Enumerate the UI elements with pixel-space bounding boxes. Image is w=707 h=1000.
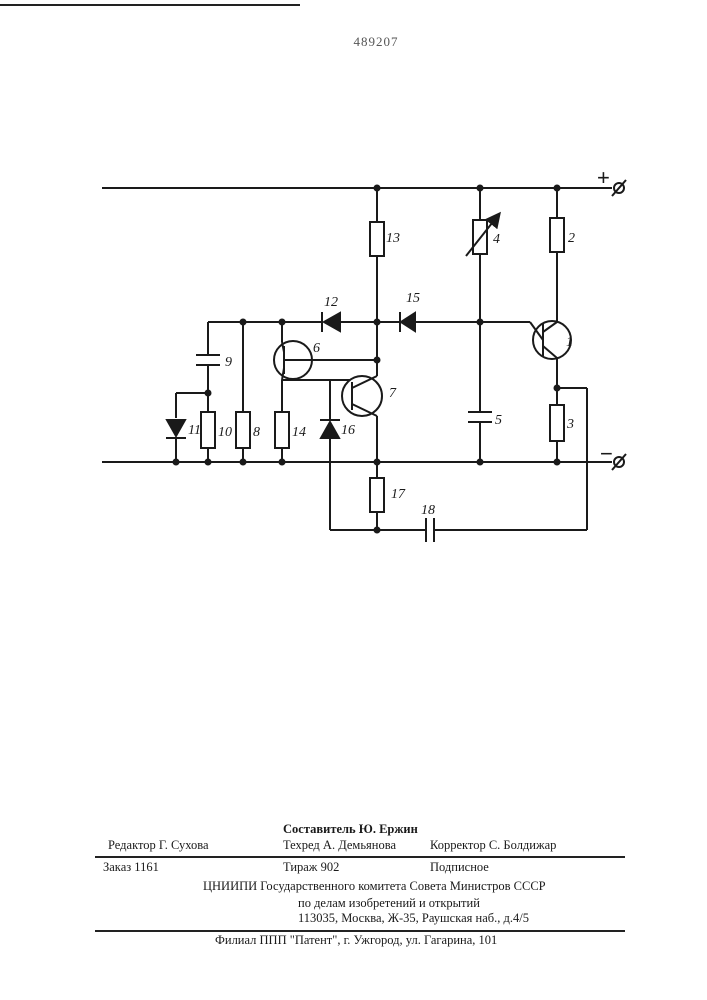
- label-3: 3: [566, 417, 574, 432]
- label-6: 6: [313, 341, 320, 356]
- resistor-8: [236, 412, 250, 448]
- editor-line: Редактор Г. Сухова: [108, 838, 209, 853]
- resistor-10: [201, 412, 215, 448]
- label-13: 13: [386, 231, 400, 246]
- corrector-line: Корректор С. Болдижар: [430, 838, 556, 853]
- label-9: 9: [225, 355, 232, 370]
- label-14: 14: [292, 425, 306, 440]
- resistor-3: [550, 405, 564, 441]
- institute-line-2: по делам изобретений и открытий: [298, 896, 480, 911]
- label-5: 5: [495, 413, 502, 428]
- diode-11: [167, 420, 185, 436]
- label-4: 4: [493, 232, 500, 247]
- negative-terminal-label: −: [600, 441, 613, 466]
- diode-16: [321, 422, 339, 438]
- circulation-line: Тираж 902: [283, 860, 339, 875]
- label-18: 18: [421, 503, 435, 518]
- label-10: 10: [218, 425, 232, 440]
- label-8: 8: [253, 425, 260, 440]
- positive-terminal-label: +: [597, 165, 610, 190]
- techred-line: Техред А. Демьянова: [283, 838, 396, 853]
- branch-line: Филиал ППП "Патент", г. Ужгород, ул. Гаг…: [215, 933, 497, 948]
- label-15: 15: [406, 291, 420, 306]
- compiler-line: Составитель Ю. Ержин: [283, 822, 418, 837]
- label-16: 16: [341, 423, 355, 438]
- diode-15: [401, 313, 415, 331]
- resistor-17: [370, 478, 384, 512]
- resistor-13: [370, 222, 384, 256]
- resistor-2: [550, 218, 564, 252]
- institute-line-1: ЦНИИПИ Государственного комитета Совета …: [203, 879, 546, 894]
- label-7: 7: [389, 386, 397, 401]
- resistor-14: [275, 412, 289, 448]
- label-2: 2: [568, 231, 575, 246]
- diode-12: [324, 313, 340, 331]
- label-1: 1: [566, 335, 573, 350]
- transistor-7: [342, 376, 382, 416]
- order-line: Заказ 1161: [103, 860, 159, 875]
- label-17: 17: [391, 487, 406, 502]
- footer-rule-bottom: [95, 930, 625, 932]
- circuit-schematic: + − 1 2 3 4 5 6 7 8 9 10 11 12 13 14 15 …: [0, 0, 707, 560]
- footer-rule-top: [95, 856, 625, 858]
- institute-address: 113035, Москва, Ж-35, Раушская наб., д.4…: [298, 911, 529, 926]
- label-11: 11: [188, 423, 201, 438]
- subscription-line: Подписное: [430, 860, 489, 875]
- label-12: 12: [324, 295, 338, 310]
